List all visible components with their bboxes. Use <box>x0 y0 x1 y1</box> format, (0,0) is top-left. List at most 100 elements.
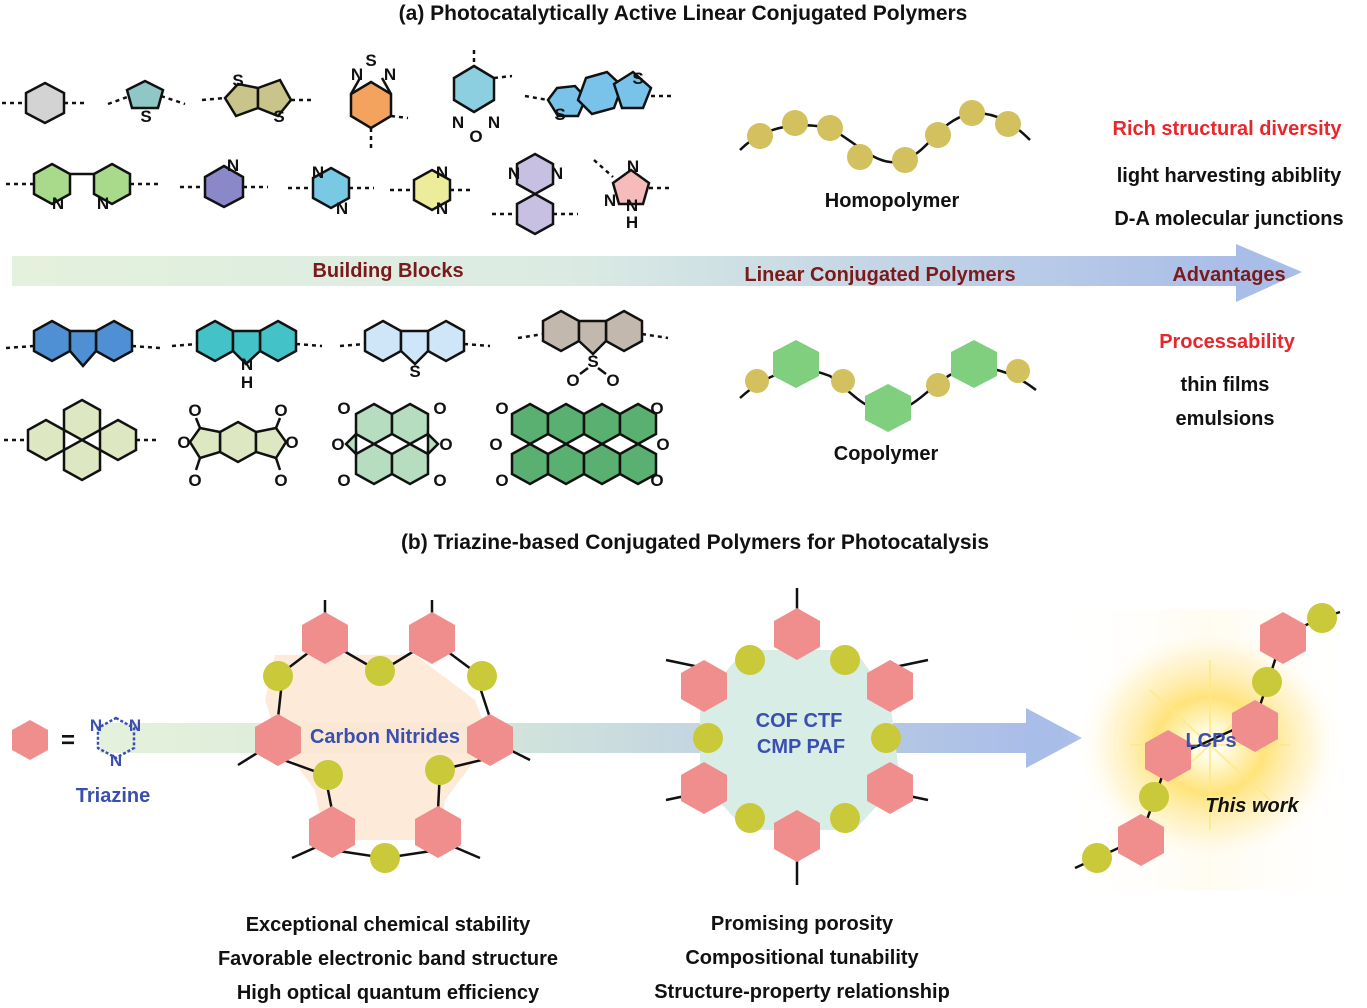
ndi-block <box>344 402 440 486</box>
pyrene-block <box>4 398 160 482</box>
triazine-hexagon-legend <box>12 720 48 760</box>
atom-o-pmda-3: O <box>177 433 190 452</box>
atom-o-pdi-3: O <box>489 435 502 454</box>
arrow-label-lcp: Linear Conjugated Polymers <box>744 264 1015 286</box>
copolymer-label: Copolymer <box>834 443 939 465</box>
atom-o-pdi-1: O <box>495 399 508 418</box>
atom-n-bipy-1: N <box>52 194 64 213</box>
pyridine-block <box>180 164 268 209</box>
atom-o-bod: O <box>469 127 482 146</box>
equals-sign: = <box>61 727 75 754</box>
atom-n-carbazole: N <box>241 355 253 374</box>
benzoxadiazole-block <box>452 50 513 114</box>
atom-s-dbt: S <box>409 362 420 381</box>
atom-n-triazine-3: N <box>110 751 122 770</box>
atom-o-ndi-5: O <box>337 471 350 490</box>
atom-h-carbazole: H <box>241 373 253 392</box>
this-work-label: This work <box>1205 795 1299 817</box>
atom-n-bod-2: N <box>488 113 500 132</box>
atom-o-pdi-4: O <box>656 435 669 454</box>
fw-feature-1: Promising porosity <box>711 913 894 935</box>
arrow-label-building-blocks: Building Blocks <box>312 260 463 282</box>
atom-o-pmda-2: O <box>274 401 287 420</box>
atom-o-ndi-6: O <box>433 471 446 490</box>
pyrazine-block <box>288 166 374 210</box>
atom-o-pmda-4: O <box>285 433 298 452</box>
atom-s-bdt-1: S <box>632 69 643 88</box>
advantage-item-2: D-A molecular junctions <box>1114 208 1343 230</box>
atom-o-pdi-6: O <box>650 471 663 490</box>
panel-a-arrow <box>12 244 1302 302</box>
dibenzothiophene-dioxide-block <box>517 309 669 375</box>
advantage-item-4: emulsions <box>1176 408 1275 430</box>
carbon-nitride-network <box>237 600 531 873</box>
fw-feature-2: Compositional tunability <box>685 947 919 969</box>
framework-label-1: COF CTF <box>756 710 843 732</box>
cn-feature-3: High optical quantum efficiency <box>237 982 540 1004</box>
triazine-structure <box>96 716 136 760</box>
benzodithiophene-block <box>524 70 674 118</box>
atom-n-triazine-1: N <box>90 716 102 735</box>
atom-n-bipy-2: N <box>97 194 109 213</box>
panel-b-title: (b) Triazine-based Conjugated Polymers f… <box>401 531 989 554</box>
fw-feature-3: Structure-property relationship <box>654 981 950 1003</box>
cn-feature-2: Favorable electronic band structure <box>218 948 558 970</box>
panel-a-title: (a) Photocatalytically Active Linear Con… <box>399 2 968 25</box>
framework-label-2: CMP PAF <box>757 736 845 758</box>
triazole-block <box>593 159 672 206</box>
arrow-label-advantages: Advantages <box>1172 264 1285 286</box>
homopolymer-chain <box>739 100 1031 173</box>
atom-o-ndi-2: O <box>433 399 446 418</box>
atom-o-pmda-5: O <box>188 471 201 490</box>
quinoxaline-block <box>492 152 578 236</box>
atom-s-btd: S <box>365 51 376 70</box>
framework-network <box>665 588 929 885</box>
atom-n-triazole-3: N <box>626 196 638 215</box>
benzothiadiazole-block <box>349 77 409 150</box>
atom-n-pyridine: N <box>227 156 239 175</box>
atom-n-pyrazine-2: N <box>336 199 348 218</box>
advantage-heading-processability: Processability <box>1159 331 1296 353</box>
fluorene-block <box>5 319 161 368</box>
atom-o-dbtdo-1: O <box>566 371 579 390</box>
homopolymer-label: Homopolymer <box>825 190 960 212</box>
pyrimidine-block <box>390 168 474 212</box>
atom-s-thiophene: S <box>140 107 151 126</box>
atom-n-btd-1: N <box>351 65 363 84</box>
atom-o-ndi-4: O <box>439 435 452 454</box>
benzene-block <box>2 81 88 125</box>
triazine-label: Triazine <box>76 785 150 807</box>
atom-n-triazine-2: N <box>129 716 141 735</box>
atom-n-bod-1: N <box>452 113 464 132</box>
atom-n-btd-2: N <box>384 65 396 84</box>
advantage-heading-diversity: Rich structural diversity <box>1113 118 1343 140</box>
atom-s-tt-2: S <box>273 107 284 126</box>
atom-o-pmda-1: O <box>188 401 201 420</box>
lcp-chain <box>1074 603 1341 873</box>
atom-o-ndi-1: O <box>337 399 350 418</box>
advantage-item-3: thin films <box>1181 374 1270 396</box>
carbazole-block <box>171 319 323 366</box>
atom-o-dbtdo-2: O <box>606 371 619 390</box>
dibenzothiophene-block <box>339 319 491 366</box>
copolymer-chain <box>739 340 1037 432</box>
carbon-nitrides-label: Carbon Nitrides <box>310 726 460 748</box>
atom-s-tt-1: S <box>232 71 243 90</box>
atom-s-bdt-2: S <box>554 105 565 124</box>
atom-h-triazole: H <box>626 213 638 232</box>
atom-o-ndi-3: O <box>331 435 344 454</box>
thienothiophene-block <box>201 78 313 118</box>
atom-n-quinox-1: N <box>508 164 520 183</box>
advantage-item-1: light harvesting abiblity <box>1117 165 1342 187</box>
atom-s-dbtdo: S <box>587 352 598 371</box>
atom-o-pmda-6: O <box>274 471 287 490</box>
atom-n-pyrazine-1: N <box>312 163 324 182</box>
lcps-label: LCPs <box>1185 730 1236 752</box>
pdi-block <box>510 402 658 486</box>
atom-n-triazole-1: N <box>627 157 639 176</box>
thiophene-block <box>107 79 186 110</box>
atom-n-pyrimidine-1: N <box>436 163 448 182</box>
pmda-block <box>188 417 288 471</box>
atom-n-pyrimidine-2: N <box>436 199 448 218</box>
